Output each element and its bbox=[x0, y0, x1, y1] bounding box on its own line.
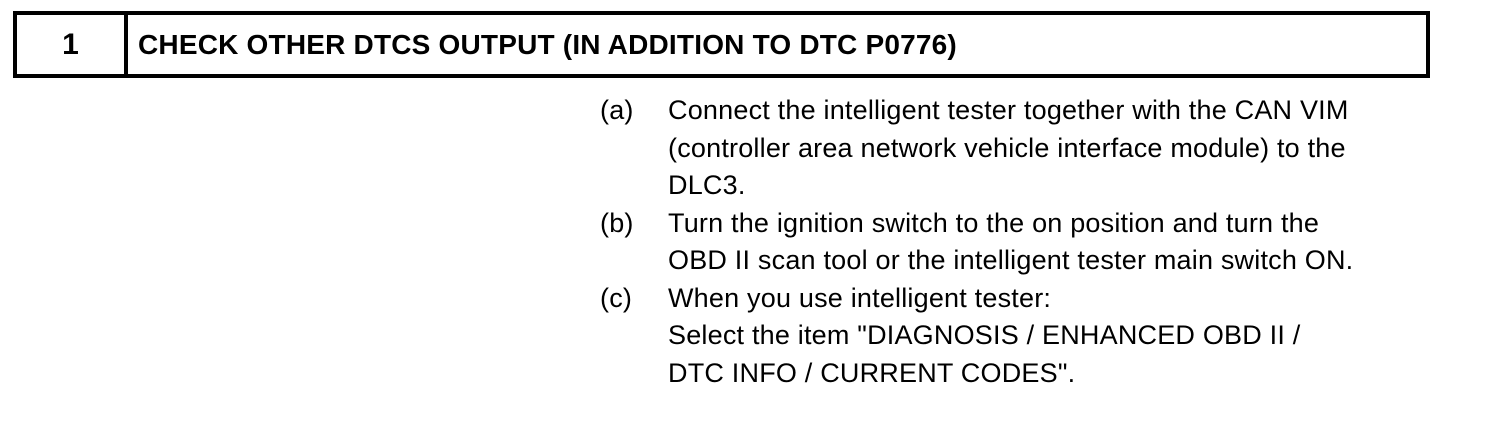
instruction-item-a: (a) Connect the intelligent tester toget… bbox=[600, 92, 1460, 205]
step-header-box: 1 CHECK OTHER DTCS OUTPUT (IN ADDITION T… bbox=[13, 11, 1430, 78]
instruction-line: Turn the ignition switch to the on posit… bbox=[668, 207, 1320, 238]
instruction-line: OBD II scan tool or the intelligent test… bbox=[668, 245, 1354, 275]
instruction-line: DTC INFO / CURRENT CODES". bbox=[668, 357, 1076, 388]
instruction-line: Connect the intelligent tester together … bbox=[668, 95, 1349, 125]
instruction-marker-b: (b) bbox=[600, 207, 634, 238]
instruction-line: When you use intelligent tester: bbox=[668, 282, 1052, 313]
instruction-line: (controller area network vehicle interfa… bbox=[668, 132, 1346, 163]
step-title: CHECK OTHER DTCS OUTPUT (IN ADDITION TO … bbox=[138, 28, 957, 60]
instruction-line: DLC3. bbox=[668, 170, 746, 200]
instruction-item-c: (c) When you use intelligent tester: Sel… bbox=[600, 280, 1460, 393]
instruction-text-b: Turn the ignition switch to the on posit… bbox=[668, 205, 1460, 280]
instruction-list: (a) Connect the intelligent tester toget… bbox=[600, 92, 1460, 392]
instruction-marker-a: (a) bbox=[600, 95, 634, 125]
step-number: 1 bbox=[17, 15, 128, 74]
instruction-text-c: When you use intelligent tester: Select … bbox=[668, 280, 1460, 393]
instruction-item-b: (b) Turn the ignition switch to the on p… bbox=[600, 205, 1460, 280]
instruction-line: Select the item "DIAGNOSIS / ENHANCED OB… bbox=[668, 320, 1301, 350]
instruction-marker-c: (c) bbox=[600, 282, 633, 313]
instruction-text-a: Connect the intelligent tester together … bbox=[668, 92, 1460, 205]
